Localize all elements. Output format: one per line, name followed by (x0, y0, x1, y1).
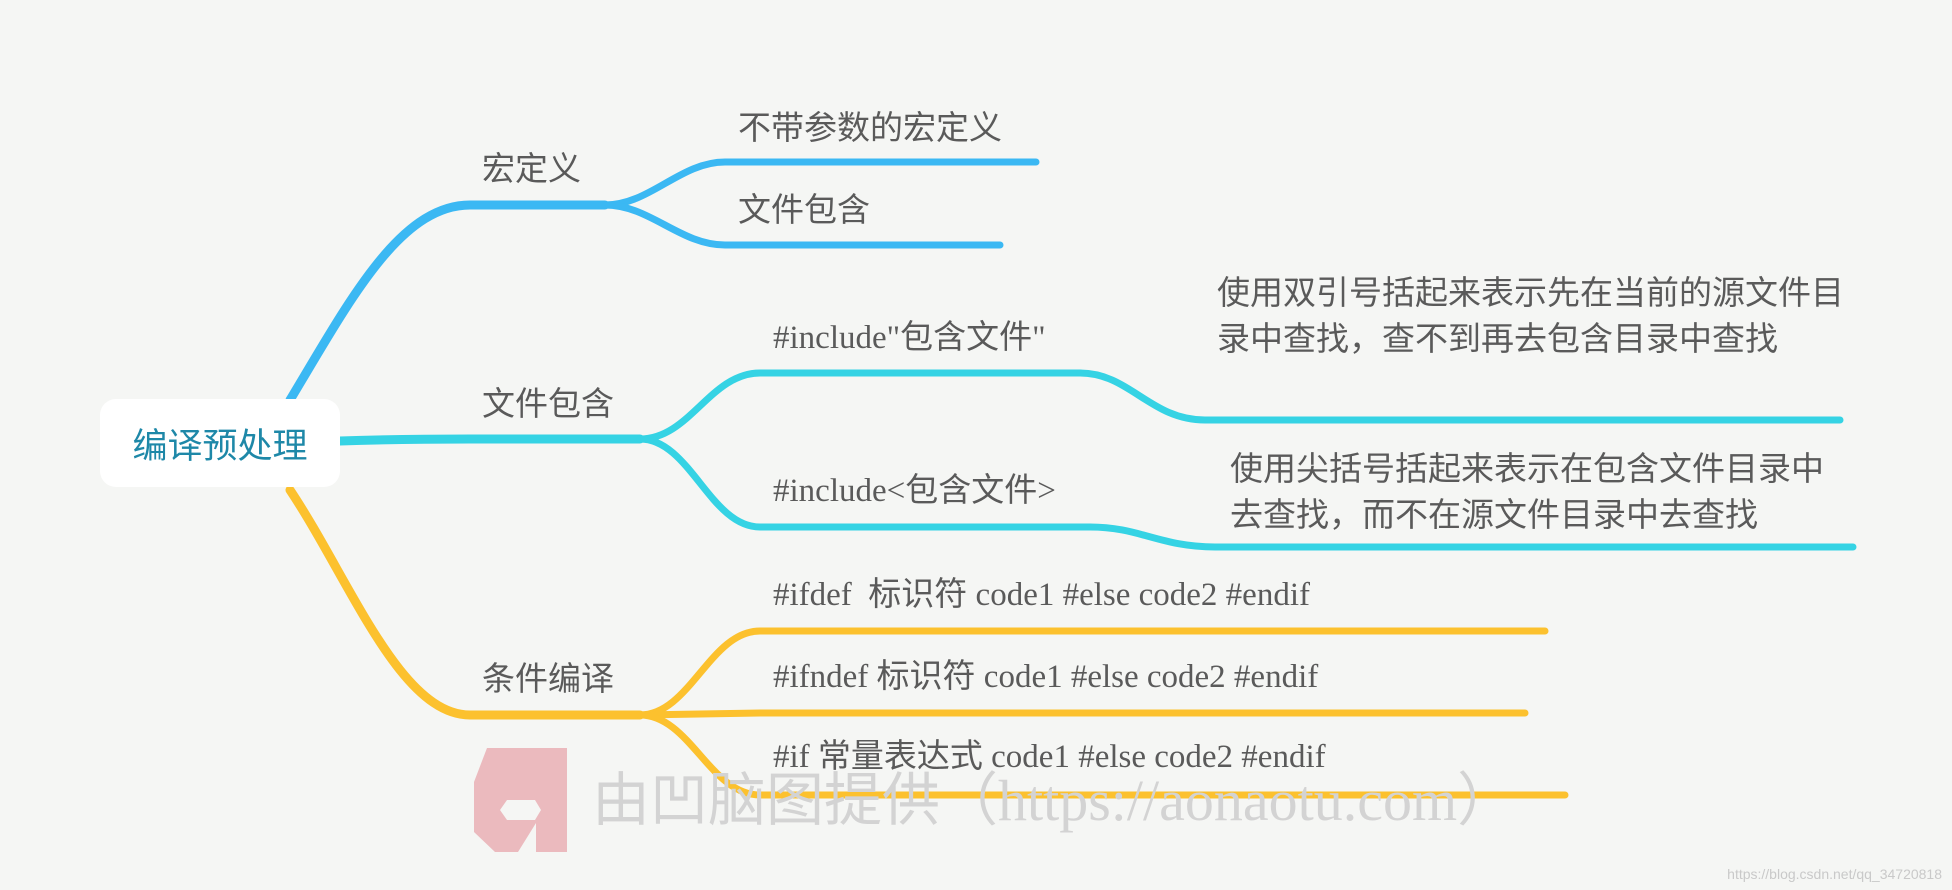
child-connector-param-macro (601, 201, 1004, 249)
source-credit: https://blog.csdn.net/qq_34720818 (1727, 866, 1942, 882)
child-connector-include-angle (636, 435, 1094, 531)
watermark-logo (474, 748, 567, 852)
branch-connector-conditional (285, 485, 645, 720)
child-connector-ifndef (636, 709, 1529, 719)
branch-label-conditional[interactable]: 条件编译 (482, 659, 614, 698)
detail-connector-include-quotes (1076, 369, 1844, 424)
node-param-macro[interactable]: 文件包含 (738, 190, 870, 229)
root-node[interactable]: 编译预处理 (100, 399, 340, 487)
branch-connector-include (335, 434, 645, 446)
watermark-text: 由凹脑图提供（https://aonaotu.com） (592, 768, 1516, 833)
child-connector-ifdef (636, 627, 1549, 719)
child-connector-include-quotes (636, 369, 1084, 443)
node-if[interactable]: #if 常量表达式 code1 #else code2 #endif (773, 739, 1326, 775)
node-ifndef[interactable]: #ifndef 标识符 code1 #else code2 #endif (773, 659, 1319, 695)
branch-connector-macro (285, 200, 610, 405)
node-include-angle-detail[interactable]: 使用尖括号括起来表示在包含文件目录中去查找，而不在源文件目录中去查找 (1230, 449, 1824, 534)
branch-label-macro[interactable]: 宏定义 (482, 149, 581, 188)
branch-label-include[interactable]: 文件包含 (482, 384, 614, 423)
node-no-param-macro[interactable]: 不带参数的宏定义 (738, 108, 1002, 147)
child-connector-no-param-macro (601, 158, 1040, 209)
node-ifdef[interactable]: #ifdef 标识符 code1 #else code2 #endif (773, 577, 1310, 613)
node-include-quotes[interactable]: #include"包含文件" (773, 320, 1046, 356)
watermark-logo-shape (474, 748, 567, 852)
node-include-quotes-detail[interactable]: 使用双引号括起来表示先在当前的源文件目录中查找，查不到再去包含目录中查找 (1217, 273, 1844, 358)
detail-connector-include-angle (1086, 523, 1857, 551)
child-connector-if (636, 711, 1569, 799)
node-include-angle[interactable]: #include<包含文件> (773, 473, 1056, 509)
root-node-label: 编译预处理 (132, 426, 308, 467)
